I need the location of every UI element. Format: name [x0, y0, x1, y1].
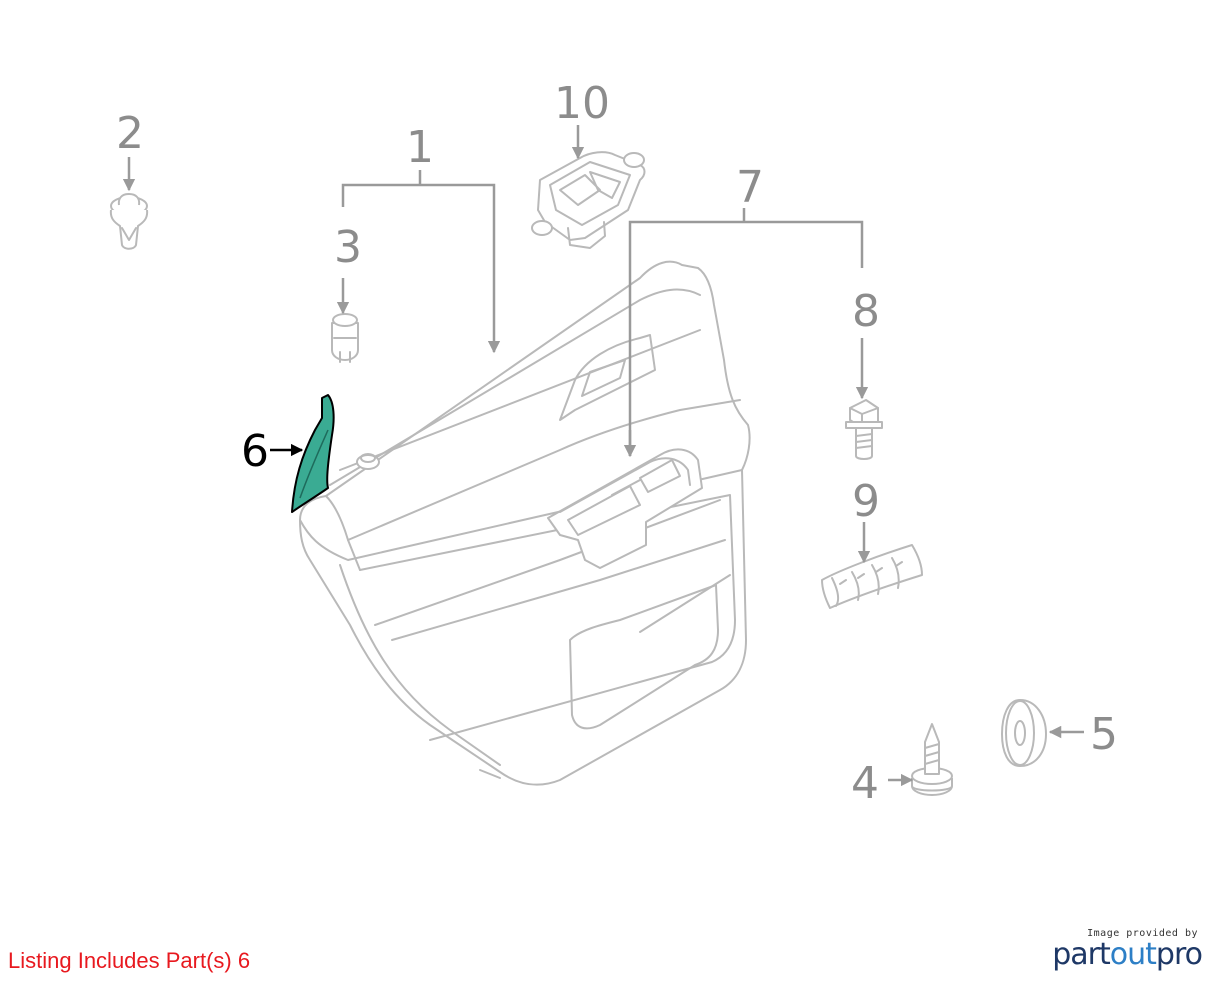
foam-pad-part-9	[821, 544, 923, 609]
callout-9: 9	[852, 476, 880, 527]
logo-text-part: part	[1052, 937, 1111, 972]
callout-2: 2	[116, 108, 144, 159]
callout-7: 7	[736, 162, 764, 213]
door-trim-panel	[299, 260, 751, 786]
callout-6: 6	[241, 426, 269, 477]
logo-text-pro: pro	[1155, 937, 1203, 972]
callout-4: 4	[851, 758, 879, 809]
spacer-part-5	[1001, 699, 1047, 767]
bolt-part-8	[845, 399, 883, 460]
clip-part-3	[331, 313, 359, 363]
callout-1: 1	[406, 122, 434, 173]
highlighted-part-6	[291, 394, 335, 513]
callout-labels: 1 2 3 4 5 6 7 8 9 10	[116, 78, 1118, 809]
logo-text-out: out	[1109, 937, 1157, 972]
provider-credit: Image provided by partoutpro	[1042, 928, 1203, 972]
listing-note: Listing Includes Part(s) 6	[8, 948, 251, 973]
callout-8: 8	[852, 286, 880, 337]
provider-caption: Image provided by	[1087, 928, 1198, 939]
callout-5: 5	[1090, 709, 1118, 760]
leader-lines	[122, 125, 1084, 787]
partoutpro-logo: partoutpro	[1052, 937, 1203, 972]
callout-10: 10	[554, 78, 610, 129]
push-clip-part-2	[109, 193, 149, 250]
callout-3: 3	[334, 222, 362, 273]
window-switch-part-10	[531, 151, 646, 249]
screw-part-4	[911, 723, 953, 796]
